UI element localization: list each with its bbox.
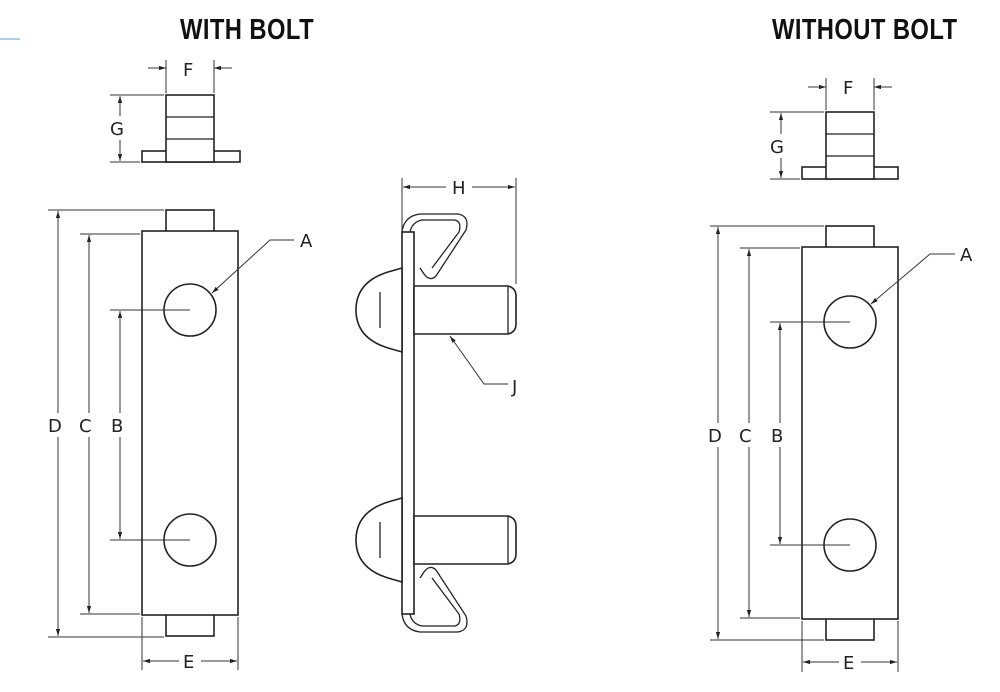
without-bolt-title: WITHOUT BOLT (772, 14, 958, 46)
label-g-without: G (770, 137, 784, 158)
dim-g-with: G (110, 94, 164, 163)
dim-c-with: C (79, 233, 140, 615)
dim-c-without: C (739, 247, 800, 619)
with-bolt-title: WITH BOLT (180, 14, 315, 46)
label-e-with: E (183, 652, 194, 673)
without-bolt-front-view (801, 225, 899, 641)
with-bolt-top-view (141, 94, 241, 163)
label-h: H (452, 178, 466, 199)
label-d-without: D (708, 426, 722, 447)
label-b-without: B (771, 426, 783, 447)
label-g-with: G (110, 119, 124, 140)
side-view (355, 213, 517, 633)
leader-a-without: A (870, 245, 973, 305)
dim-f-with: F (148, 60, 232, 93)
leader-j: J (449, 335, 517, 398)
label-e-without: E (843, 653, 854, 674)
dim-d-without: D (708, 225, 824, 641)
label-c-with: C (79, 416, 92, 437)
label-f-with: F (183, 60, 193, 81)
label-c-without: C (739, 426, 752, 447)
dim-b-without: B (770, 321, 850, 546)
leader-a-with: A (211, 231, 313, 294)
label-j: J (511, 377, 517, 398)
dim-e-with: E (141, 617, 239, 673)
dim-f-without: F (808, 78, 892, 110)
dim-e-without: E (801, 621, 899, 674)
label-a-with: A (300, 231, 313, 252)
with-bolt-front-view (141, 209, 239, 637)
dim-b-with: B (110, 309, 190, 541)
label-f-without: F (843, 78, 853, 99)
label-b-with: B (111, 416, 123, 437)
label-a-without: A (960, 245, 973, 266)
label-d-with: D (48, 416, 62, 437)
dim-h: H (401, 178, 517, 284)
without-bolt-top-view (801, 111, 899, 180)
dim-d-with: D (48, 209, 164, 638)
dim-g-without: G (770, 111, 824, 180)
